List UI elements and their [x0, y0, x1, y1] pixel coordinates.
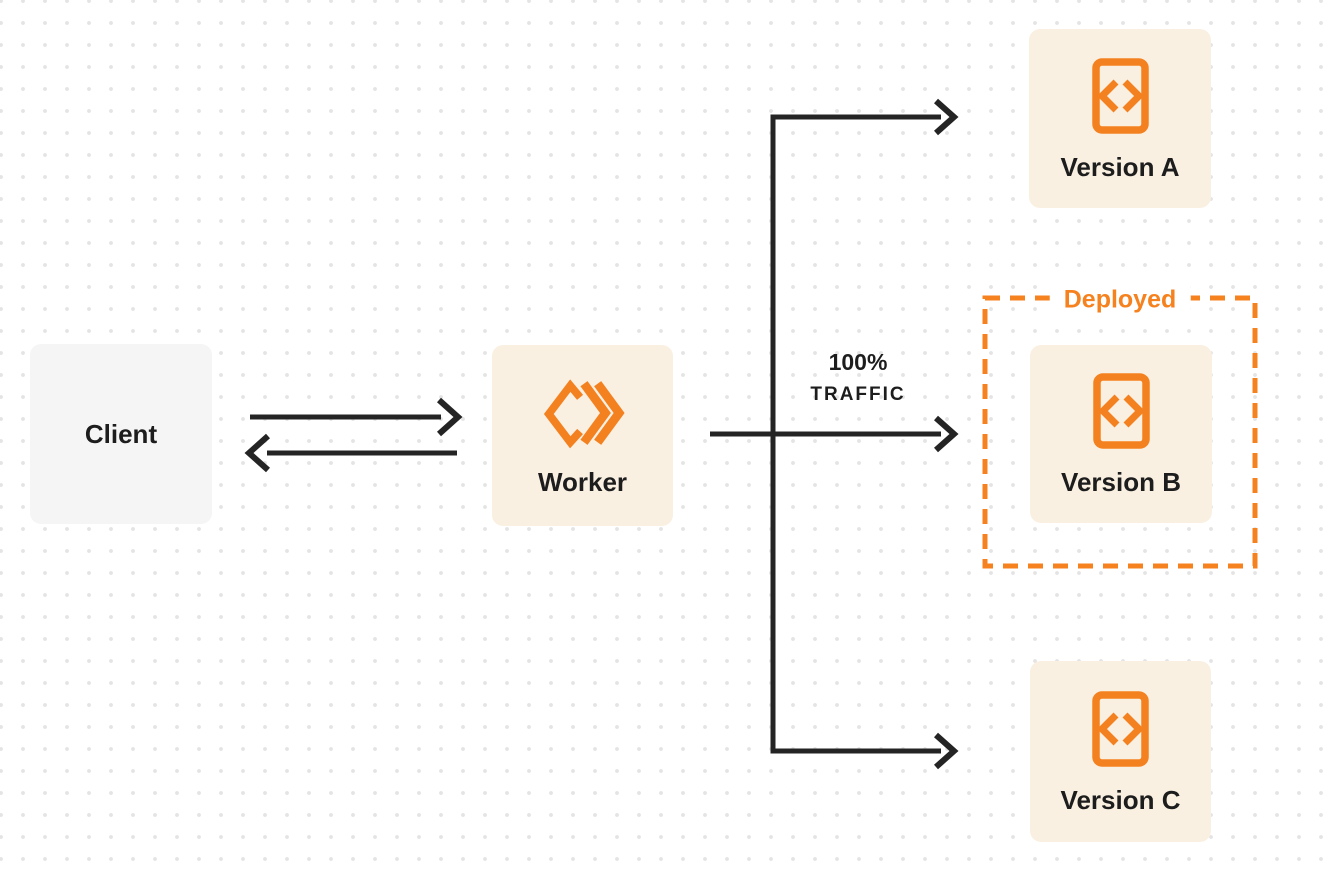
node-version-a: Version A [1029, 29, 1211, 208]
arrowhead-to-version-c [934, 732, 959, 770]
deployed-label: Deployed [1049, 283, 1191, 317]
traffic-trunk-line [770, 114, 941, 754]
code-file-icon [1091, 57, 1149, 134]
cloudflare-workers-logo-icon [543, 378, 625, 448]
node-version-b: Version B [1030, 345, 1212, 523]
arrow-worker-to-version-b [710, 415, 959, 453]
version-a-label: Version A [1060, 151, 1180, 182]
code-file-icon [1092, 373, 1150, 449]
node-client: Client [30, 344, 212, 524]
version-b-label: Version B [1061, 467, 1181, 497]
code-file-icon [1092, 690, 1149, 767]
traffic-word: TRAFFIC [810, 384, 906, 405]
arrow-worker-to-client [244, 433, 457, 473]
traffic-percentage: 100% [828, 349, 888, 375]
node-worker: Worker [492, 345, 673, 526]
traffic-label: 100% TRAFFIC [810, 348, 905, 409]
version-c-label: Version C [1060, 784, 1181, 815]
node-version-c: Version C [1030, 661, 1211, 842]
arrowhead-to-version-a [934, 98, 959, 136]
worker-label: Worker [537, 466, 628, 497]
client-label: Client [84, 419, 158, 449]
arrow-client-to-worker [250, 397, 463, 437]
